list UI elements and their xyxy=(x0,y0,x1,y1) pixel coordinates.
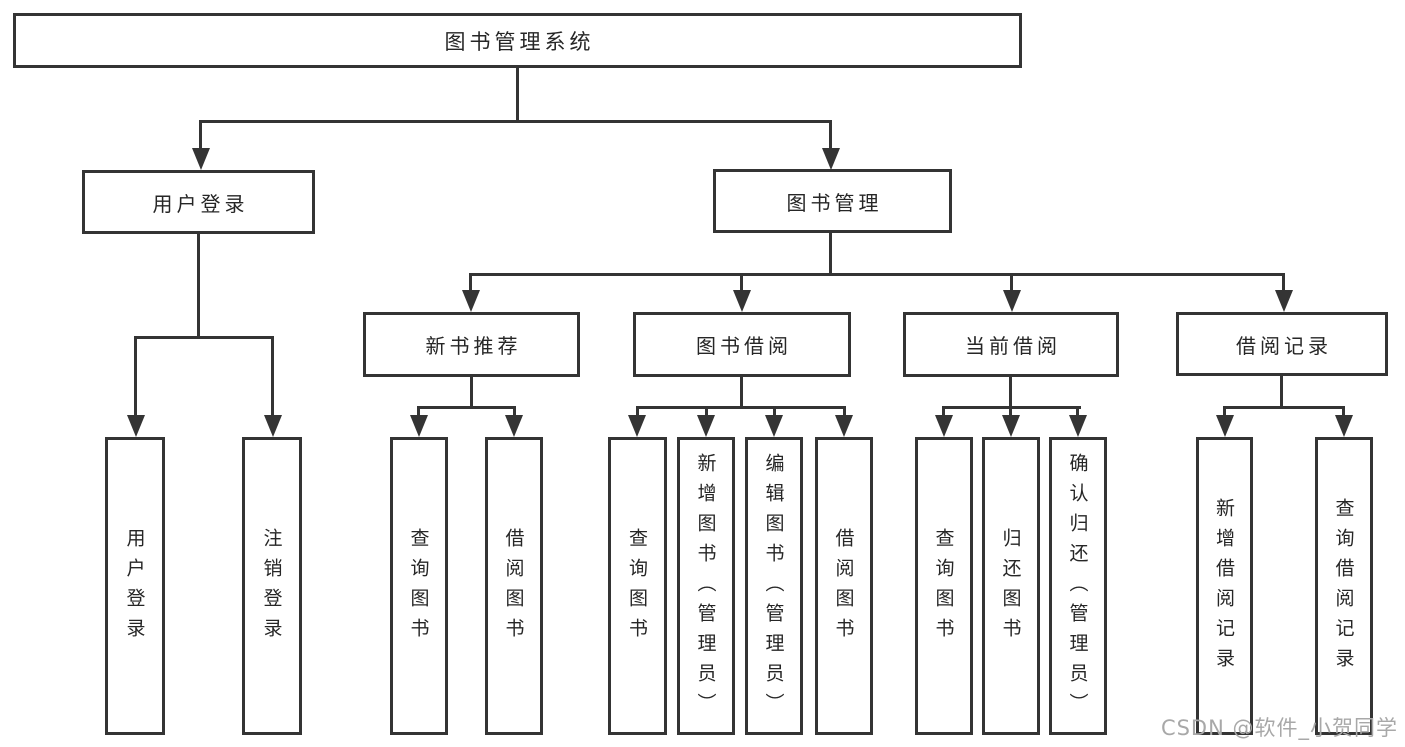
connector-stem xyxy=(1076,406,1079,417)
node-book-borrowing: 图书借阅 xyxy=(633,312,851,377)
connector-stem xyxy=(829,120,832,150)
arrow-down-icon xyxy=(1003,290,1021,312)
connector-stem xyxy=(417,406,420,417)
leaf-add-borrow-record: 新增借阅记录 xyxy=(1196,437,1253,735)
connector-stem xyxy=(1282,273,1285,291)
arrow-down-icon xyxy=(1069,415,1087,437)
arrow-down-icon xyxy=(765,415,783,437)
leaf-borrow-books-borrowing: 借阅图书 xyxy=(815,437,873,735)
node-user-login: 用户登录 xyxy=(82,170,315,234)
leaf-add-book-admin: 新增图书（管理员） xyxy=(677,437,735,735)
connector-records-branch xyxy=(1223,406,1345,409)
connector-root-branch xyxy=(199,120,832,123)
leaf-label: 查询借阅记录 xyxy=(1332,498,1355,678)
arrow-down-icon xyxy=(697,415,715,437)
arrow-down-icon xyxy=(1002,415,1020,437)
leaf-return-books: 归还图书 xyxy=(982,437,1040,735)
leaf-query-books-borrowing: 查询图书 xyxy=(608,437,667,735)
arrow-down-icon xyxy=(1275,290,1293,312)
leaf-borrow-books-recommend: 借阅图书 xyxy=(485,437,543,735)
connector-bookmgmt-branch xyxy=(469,273,1285,276)
leaf-label: 借阅图书 xyxy=(502,528,525,648)
leaf-query-books-recommend: 查询图书 xyxy=(390,437,448,735)
leaf-label: 借阅图书 xyxy=(832,528,855,648)
connector-stem xyxy=(469,273,472,291)
connector-stem xyxy=(843,406,846,417)
arrow-down-icon xyxy=(127,415,145,437)
leaf-label: 确认归还（管理员） xyxy=(1066,453,1089,723)
connector-recommend-trunk xyxy=(470,377,473,406)
node-book-management: 图书管理 xyxy=(713,169,952,233)
node-label: 借阅记录 xyxy=(1236,333,1332,358)
node-label: 当前借阅 xyxy=(965,334,1061,358)
leaf-user-login: 用户登录 xyxy=(105,437,165,735)
connector-userlogin-trunk xyxy=(197,233,200,336)
node-label: 图书借阅 xyxy=(696,334,792,358)
arrow-down-icon xyxy=(192,148,210,170)
leaf-label: 编辑图书（管理员） xyxy=(762,453,785,723)
leaf-label: 注销登录 xyxy=(260,528,283,648)
connector-stem xyxy=(1009,406,1012,417)
leaf-label: 查询图书 xyxy=(626,528,648,648)
leaf-query-borrow-record: 查询借阅记录 xyxy=(1315,437,1373,735)
connector-recommend-branch xyxy=(417,406,516,409)
node-label: 新书推荐 xyxy=(425,334,522,358)
node-current-borrowing: 当前借阅 xyxy=(903,312,1119,377)
connector-current-trunk xyxy=(1009,377,1012,406)
node-root-library-system: 图书管理系统 xyxy=(13,13,1022,68)
leaf-label: 查询图书 xyxy=(407,528,430,648)
connector-stem xyxy=(705,406,708,417)
leaf-label: 新增借阅记录 xyxy=(1213,498,1235,678)
arrow-down-icon xyxy=(822,148,840,170)
arrow-down-icon xyxy=(935,415,953,437)
leaf-logout: 注销登录 xyxy=(242,437,302,735)
connector-records-trunk xyxy=(1280,376,1283,406)
connector-stem xyxy=(1342,406,1345,417)
leaf-edit-book-admin: 编辑图书（管理员） xyxy=(745,437,803,735)
connector-stem xyxy=(1010,273,1013,291)
node-label: 图书管理系统 xyxy=(444,29,595,54)
arrow-down-icon xyxy=(628,415,646,437)
arrow-down-icon xyxy=(505,415,523,437)
arrow-down-icon xyxy=(264,415,282,437)
connector-stem xyxy=(271,336,274,416)
node-label: 用户登录 xyxy=(152,191,249,216)
connector-stem xyxy=(942,406,945,417)
connector-borrowing-trunk xyxy=(740,377,743,406)
leaf-query-books-current: 查询图书 xyxy=(915,437,973,735)
arrow-down-icon xyxy=(835,415,853,437)
arrow-down-icon xyxy=(1216,415,1234,437)
connector-stem xyxy=(199,120,202,150)
leaf-label: 查询图书 xyxy=(932,528,955,648)
connector-stem xyxy=(740,273,743,291)
leaf-label: 用户登录 xyxy=(123,528,146,648)
node-borrow-records: 借阅记录 xyxy=(1176,312,1388,376)
leaf-label: 新增图书（管理员） xyxy=(694,453,717,723)
leaf-confirm-return-admin: 确认归还（管理员） xyxy=(1049,437,1107,735)
connector-stem xyxy=(636,406,639,417)
connector-stem xyxy=(773,406,776,417)
leaf-label: 归还图书 xyxy=(999,528,1022,648)
connector-stem xyxy=(513,406,516,417)
connector-stem xyxy=(134,336,137,416)
arrow-down-icon xyxy=(1335,415,1353,437)
connector-bookmgmt-trunk xyxy=(829,232,832,273)
node-new-book-recommend: 新书推荐 xyxy=(363,312,580,377)
connector-root-trunk xyxy=(516,67,519,120)
connector-borrowing-branch xyxy=(636,406,846,409)
arrow-down-icon xyxy=(410,415,428,437)
arrow-down-icon xyxy=(733,290,751,312)
csdn-watermark: CSDN @软件_小贺同学 xyxy=(1160,716,1398,740)
connector-stem xyxy=(1223,406,1226,417)
connector-userlogin-branch xyxy=(134,336,274,339)
node-label: 图书管理 xyxy=(786,190,883,215)
arrow-down-icon xyxy=(462,290,480,312)
